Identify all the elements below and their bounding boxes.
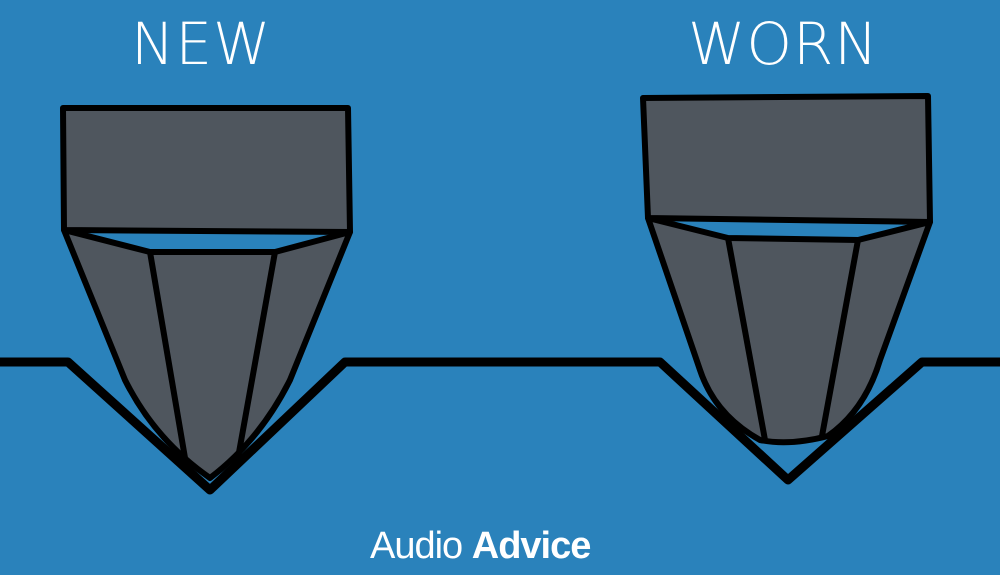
logo-advice: Advice [471, 525, 592, 567]
logo-audio: Audio [370, 525, 463, 567]
worn-stylus [640, 93, 933, 446]
audio-advice-logo: Audio Advice [370, 525, 592, 568]
worn-label: WORN [688, 10, 879, 78]
record-groove-line [0, 357, 1000, 495]
new-stylus [60, 105, 353, 481]
new-label: NEW [131, 10, 272, 78]
